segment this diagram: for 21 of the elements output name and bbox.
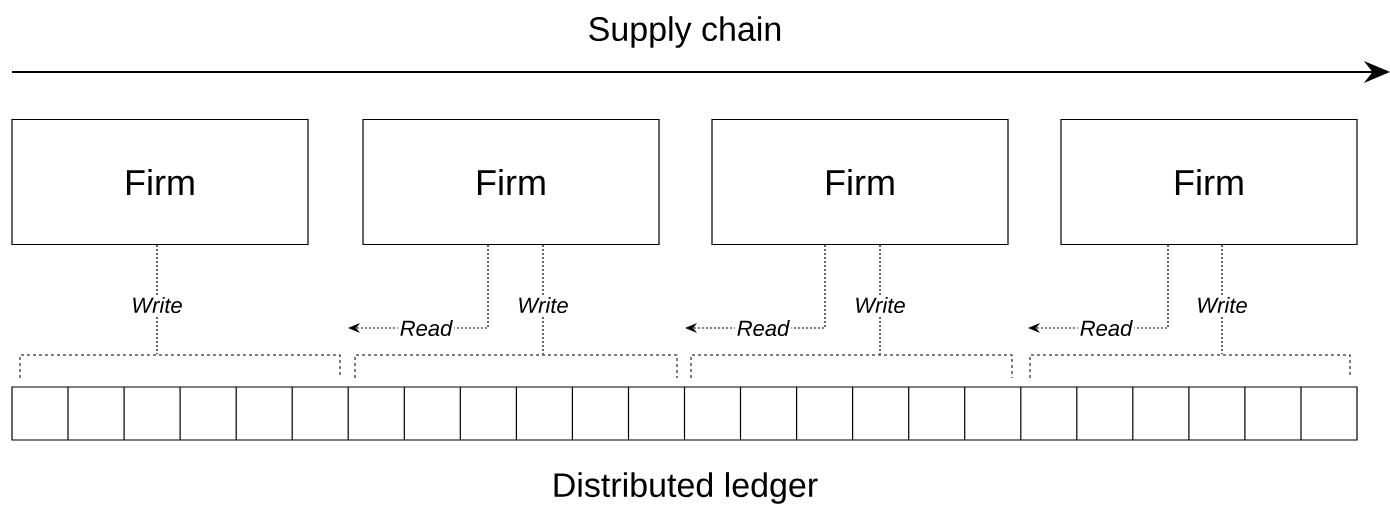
ledger-label: Distributed ledger xyxy=(554,472,818,504)
edge-label: Write xyxy=(515,294,571,316)
bracket xyxy=(690,354,1013,379)
firm-box: Firm xyxy=(362,118,660,246)
connector xyxy=(879,244,881,355)
edge-label: Write xyxy=(852,294,908,316)
edge-label: Write xyxy=(129,294,185,316)
firm-box: Firm xyxy=(11,118,309,246)
connector xyxy=(542,244,544,355)
connector xyxy=(156,244,158,355)
title: Supply chain xyxy=(589,16,781,48)
bracket xyxy=(1029,354,1351,379)
edge-label: Read xyxy=(397,317,455,339)
edge-label: Read xyxy=(734,317,792,339)
bracket xyxy=(354,354,678,379)
firm-box: Firm xyxy=(711,118,1009,246)
firm-box: Firm xyxy=(1060,118,1358,246)
edge-label: Write xyxy=(1194,294,1250,316)
connector xyxy=(1221,244,1223,355)
bracket xyxy=(19,354,341,379)
edge-label: Read xyxy=(1077,317,1135,339)
